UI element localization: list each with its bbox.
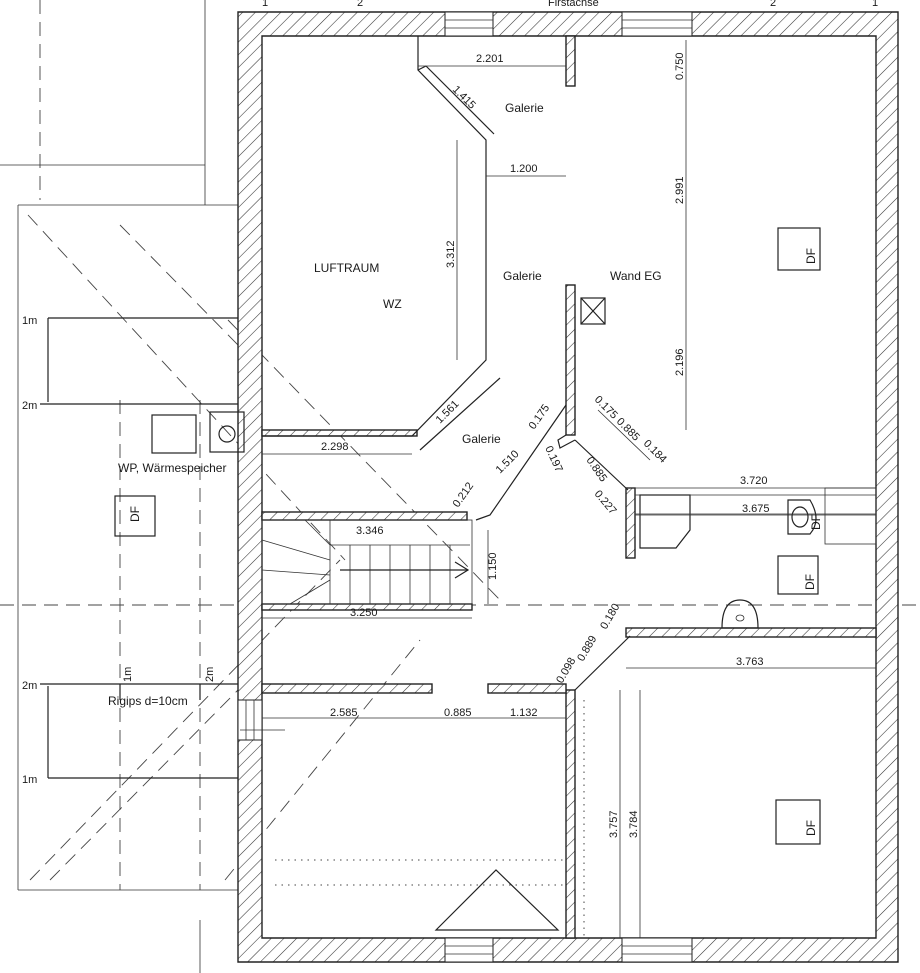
df-markers: DF DF DF DF DF xyxy=(128,248,823,836)
level-1m-vertical: 1m xyxy=(122,667,134,682)
dim-0750: 0.750 xyxy=(674,52,686,80)
df-bottom-right: DF xyxy=(804,820,818,836)
dim-0889: 0.889 xyxy=(575,634,599,664)
level-1m-a: 1m xyxy=(22,315,37,327)
dim-0227: 0.227 xyxy=(592,488,619,517)
df-bath-2: DF xyxy=(803,574,817,590)
dim-3757: 3.757 xyxy=(608,810,620,838)
df-boxes xyxy=(114,227,821,845)
axis-mark-4: 1 xyxy=(872,0,878,9)
axis-mark-2: 2 xyxy=(357,0,363,9)
dim-0175-a: 0.175 xyxy=(527,402,553,431)
dim-2196: 2.196 xyxy=(674,348,686,376)
level-2m-a: 2m xyxy=(22,400,37,412)
level-marks: 1m 2m 2m 1m 1m 2m xyxy=(22,315,216,786)
dim-3346: 3.346 xyxy=(356,525,384,537)
dim-0885-c: 0.885 xyxy=(444,707,472,719)
dim-1132: 1.132 xyxy=(510,707,538,719)
dim-0184: 0.184 xyxy=(641,438,669,466)
room-wz: WZ xyxy=(383,297,402,311)
room-rigips: Rigips d=10cm xyxy=(108,694,188,708)
shaft-symbols xyxy=(151,297,606,938)
dim-3250: 3.250 xyxy=(350,607,378,619)
room-galerie-low: Galerie xyxy=(462,432,501,446)
dim-3763: 3.763 xyxy=(736,656,764,668)
axis-mark-1: 1 xyxy=(262,0,268,9)
gallery-void-outline xyxy=(262,36,631,691)
dim-0212: 0.212 xyxy=(451,480,477,509)
dimension-lines xyxy=(240,40,876,938)
bathroom-fixtures xyxy=(635,487,877,629)
room-wp: WP, Wärmespeicher xyxy=(118,461,226,475)
dim-3720: 3.720 xyxy=(740,475,768,487)
dim-3312: 3.312 xyxy=(445,240,457,268)
axis-mark-3: 2 xyxy=(770,0,776,9)
staircase xyxy=(261,519,473,605)
dim-1200: 1.200 xyxy=(510,163,538,175)
dim-0197: 0.197 xyxy=(542,444,565,474)
dim-0885-b: 0.885 xyxy=(584,455,610,484)
dim-0098: 0.098 xyxy=(554,656,578,686)
df-bath: DF xyxy=(809,514,823,530)
dim-2585: 2.585 xyxy=(330,707,358,719)
top-note: Firstachse xyxy=(548,0,599,9)
header-labels: Firstachse 1 2 2 1 xyxy=(262,0,878,9)
df-left: DF xyxy=(128,506,142,522)
room-luftraum: LUFTRAUM xyxy=(314,261,379,275)
df-top-right: DF xyxy=(804,248,818,264)
dim-2298: 2.298 xyxy=(321,441,349,453)
dim-2991: 2.991 xyxy=(674,176,686,204)
dim-2201: 2.201 xyxy=(476,53,504,65)
level-1m-b: 1m xyxy=(22,774,37,786)
dim-1510: 1.510 xyxy=(494,448,522,476)
windows xyxy=(237,11,693,963)
room-labels: LUFTRAUM WZ Galerie Galerie Galerie Wand… xyxy=(108,101,662,708)
dimension-labels: 2.201 1.415 1.200 3.312 0.750 2.991 2.19… xyxy=(321,52,770,838)
room-wand-eg: Wand EG xyxy=(610,269,662,283)
level-2m-vertical: 2m xyxy=(204,667,216,682)
level-2m-b: 2m xyxy=(22,680,37,692)
dim-1150: 1.150 xyxy=(487,552,499,580)
dim-3675: 3.675 xyxy=(742,503,770,515)
dim-3784: 3.784 xyxy=(628,810,640,838)
interior-walls xyxy=(261,35,877,939)
dim-1561: 1.561 xyxy=(434,398,462,426)
room-galerie-top: Galerie xyxy=(505,101,544,115)
dim-0180: 0.180 xyxy=(598,602,622,632)
room-galerie-mid: Galerie xyxy=(503,269,542,283)
